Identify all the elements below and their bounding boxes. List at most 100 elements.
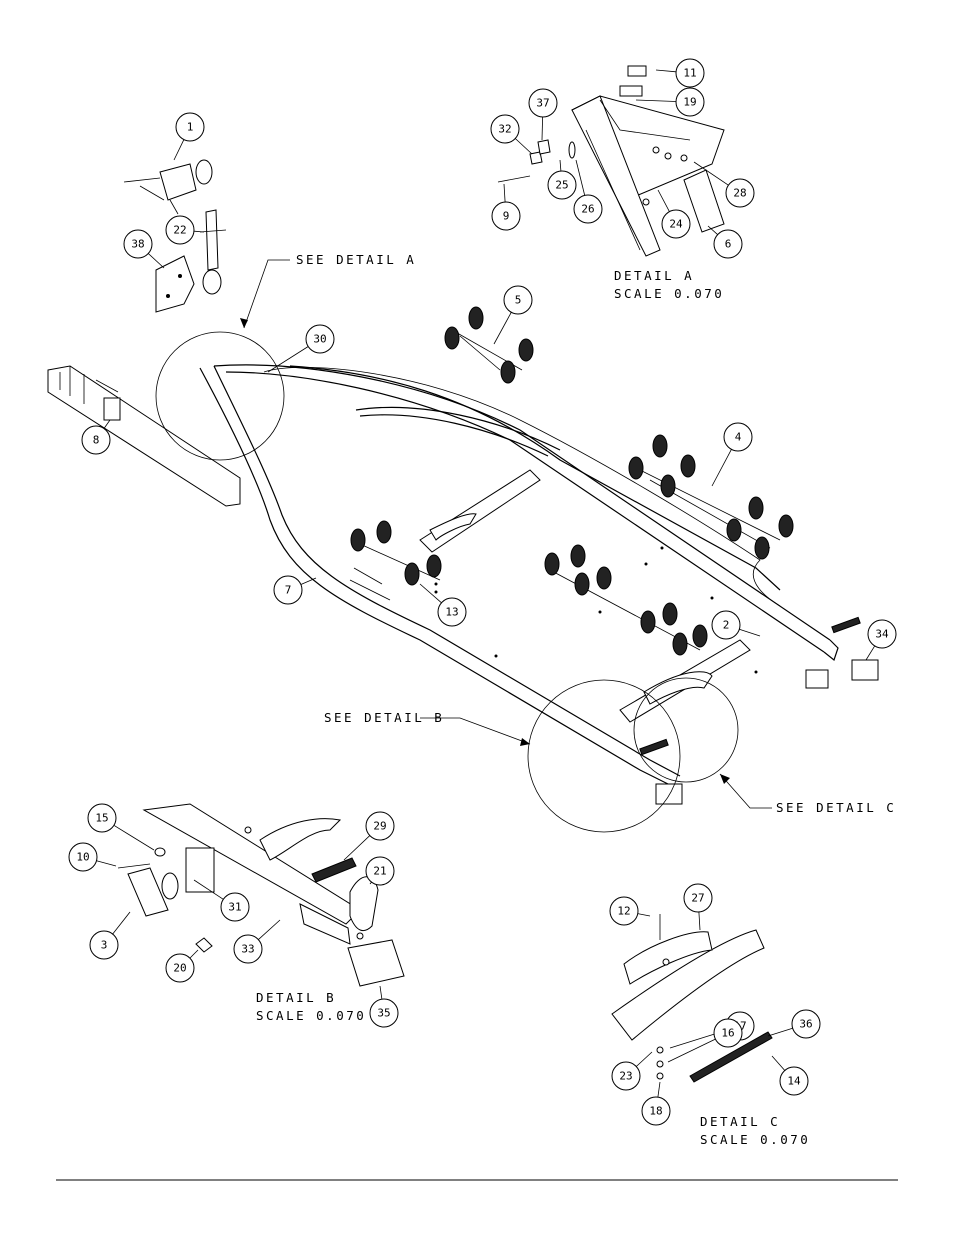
see-detail-a-leader	[240, 259, 290, 329]
callout-31: 31	[193, 879, 250, 922]
callout-circle	[165, 215, 195, 245]
callout-leader	[657, 1081, 661, 1098]
callout-number: 26	[581, 203, 594, 216]
callout-leader	[771, 1055, 786, 1071]
callout-circle	[725, 178, 755, 208]
callout-number: 5	[515, 294, 522, 307]
callout-24: 24	[657, 189, 691, 239]
roller-assembly-5	[444, 306, 534, 384]
callout-number: 24	[669, 218, 683, 231]
callout-number: 14	[787, 1075, 801, 1088]
callout-circle	[779, 1066, 809, 1096]
callout-leader	[258, 919, 281, 940]
callout-number: 27	[691, 892, 704, 905]
detail-c-drawing	[611, 914, 773, 1083]
detail-a-drawing	[497, 65, 725, 257]
callout-leader	[655, 69, 677, 73]
callout-number: 7	[285, 584, 292, 597]
callout-leader	[637, 913, 651, 917]
roller-assembly-13	[350, 520, 442, 586]
callout-leader	[707, 225, 718, 235]
callout-circle	[675, 58, 705, 88]
detail-b-drawing	[117, 803, 405, 987]
callout-leader	[559, 159, 562, 172]
callout-leader	[173, 139, 185, 161]
callout-leader	[541, 116, 543, 141]
callout-leader	[103, 419, 111, 429]
callout-29: 29	[343, 811, 395, 861]
callout-number: 16	[721, 1027, 734, 1040]
callout-number: 13	[445, 606, 458, 619]
callout-circle	[609, 896, 639, 926]
callout-circle	[87, 803, 117, 833]
callout-26: 26	[573, 159, 603, 224]
callout-circle	[365, 856, 395, 886]
callout-circle	[233, 934, 263, 964]
callout-number: 38	[131, 238, 144, 251]
callout-36: 36	[767, 1009, 821, 1039]
callout-leader	[96, 860, 117, 867]
callout-number: 15	[95, 812, 108, 825]
callout-2: 2	[711, 610, 761, 640]
callout-number: 10	[76, 851, 89, 864]
callout-22: 22	[165, 215, 205, 245]
trailer-frame	[47, 364, 879, 805]
callout-number: 29	[373, 820, 386, 833]
callout-leader	[113, 824, 155, 851]
callout-leader	[112, 911, 131, 935]
callout-23: 23	[611, 1051, 653, 1091]
callout-circle	[661, 209, 691, 239]
jack-assembly	[199, 209, 227, 295]
callout-number: 3	[101, 939, 108, 952]
callout-14: 14	[771, 1055, 809, 1096]
callout-18: 18	[641, 1081, 671, 1126]
callout-number: 19	[683, 96, 696, 109]
callout-4: 4	[711, 422, 753, 487]
callout-21: 21	[365, 856, 395, 886]
callout-15: 15	[87, 803, 155, 851]
detail-b-scale: SCALE 0.070	[256, 1008, 366, 1023]
callout-circle	[711, 610, 741, 640]
callout-number: 4	[735, 431, 742, 444]
callout-circle	[675, 87, 705, 117]
callout-circle	[369, 998, 399, 1028]
callout-number: 6	[725, 238, 732, 251]
see-detail-a-label: SEE DETAIL A	[296, 252, 416, 267]
callout-leader	[148, 253, 165, 269]
detail-a-scale: SCALE 0.070	[614, 286, 724, 301]
winch-assembly	[123, 159, 213, 215]
callout-circle	[305, 324, 335, 354]
callout-leader	[379, 985, 383, 1000]
callout-7: 7	[273, 575, 317, 605]
callout-circle	[437, 597, 467, 627]
callout-circle	[713, 1018, 743, 1048]
callout-number: 21	[373, 865, 386, 878]
callout-34: 34	[865, 619, 897, 661]
callout-28: 28	[693, 161, 755, 208]
callout-number: 31	[228, 901, 241, 914]
callout-circle	[641, 1096, 671, 1126]
see-detail-c-leader	[719, 773, 772, 809]
callout-circle	[683, 883, 713, 913]
callout-circle	[573, 194, 603, 224]
callout-leader	[343, 835, 371, 861]
callout-number: 18	[649, 1105, 662, 1118]
callout-circle	[547, 170, 577, 200]
tongue-beam	[47, 365, 241, 507]
callout-11: 11	[655, 58, 705, 88]
callout-leader	[636, 1051, 653, 1067]
callout-circle	[528, 88, 558, 118]
callout-9: 9	[491, 183, 521, 231]
callout-leader	[698, 911, 701, 931]
callout-19: 19	[635, 87, 705, 117]
winch-plate	[155, 255, 195, 313]
callout-circle	[273, 575, 303, 605]
detail-a-title: DETAIL A	[614, 268, 694, 283]
callout-circle	[165, 953, 195, 983]
detail-b-circle	[527, 679, 681, 833]
callout-16: 16	[667, 1018, 743, 1063]
roller-assembly-4	[628, 434, 794, 560]
callout-leader	[515, 138, 533, 155]
callout-number: 28	[733, 187, 746, 200]
callout-20: 20	[165, 949, 199, 983]
